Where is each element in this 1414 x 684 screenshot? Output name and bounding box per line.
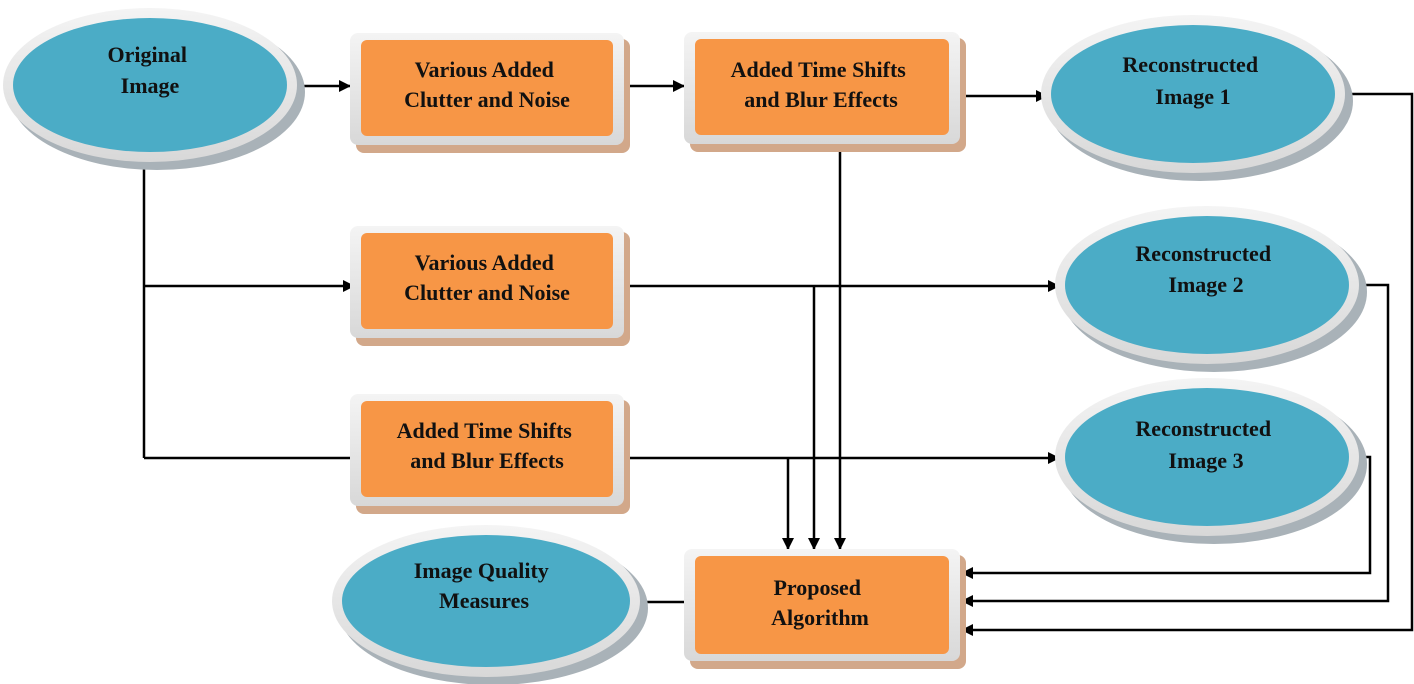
algorithm-line1: Proposed [773, 575, 861, 600]
recon1-line2: Image 1 [1155, 84, 1230, 109]
node-reconstructed-image-3: Reconstructed Image 3 [1055, 378, 1367, 544]
recon3-line2: Image 3 [1168, 448, 1243, 473]
noise-mid-line1: Various Added [415, 250, 554, 275]
algorithm-line2: Algorithm [771, 605, 869, 630]
svg-text:Image Quality Measures: Image Quality Measures [414, 558, 555, 613]
svg-text:Added Time Shifts and Bl: Added Time Shifts and Blur Effects [731, 57, 912, 112]
node-reconstructed-image-1: Reconstructed Image 1 [1041, 15, 1353, 181]
node-noise-top: Various Added Clutter and Noise [350, 33, 630, 153]
recon3-line1: Reconstructed [1135, 416, 1271, 441]
quality-line1: Image Quality [414, 558, 549, 583]
node-noise-mid: Various Added Clutter and Noise [350, 226, 630, 346]
quality-line2: Measures [439, 588, 529, 613]
recon2-line1: Reconstructed [1135, 241, 1271, 266]
connector-recon2-to-algorithm [961, 283, 1390, 607]
shift-low-line2: and Blur Effects [410, 448, 564, 473]
original-line1: Original [108, 42, 187, 67]
noise-mid-line2: Clutter and Noise [404, 280, 570, 305]
shift-top-line2: and Blur Effects [744, 87, 898, 112]
node-image-quality-measures: Image Quality Measures [332, 525, 648, 684]
svg-text:Added Time Shifts and Bl: Added Time Shifts and Blur Effects [397, 418, 578, 473]
svg-text:Reconstructed Image 3: Reconstructed Image 3 [1135, 416, 1276, 473]
svg-text:Reconstructed Image 2: Reconstructed Image 2 [1135, 241, 1276, 297]
connector-recon1-to-algorithm [961, 92, 1414, 636]
recon2-line2: Image 2 [1168, 272, 1243, 297]
original-line2: Image [121, 73, 180, 98]
shift-top-line1: Added Time Shifts [731, 57, 907, 82]
svg-text:Various Added Clutter an: Various Added Clutter and Noise [404, 57, 570, 112]
node-original-image: Original Image [3, 8, 305, 170]
shift-low-line1: Added Time Shifts [397, 418, 573, 443]
svg-text:Reconstructed Image 1: Reconstructed Image 1 [1122, 52, 1263, 109]
svg-text:Various Added Clutter an: Various Added Clutter and Noise [404, 250, 570, 305]
node-shift-top: Added Time Shifts and Blur Effects [684, 32, 966, 152]
svg-text:Original Image: Original Image [108, 42, 193, 98]
svg-text:Proposed Algorithm: Proposed Algorithm [771, 575, 869, 630]
recon1-line1: Reconstructed [1122, 52, 1258, 77]
noise-top-line1: Various Added [415, 57, 554, 82]
node-reconstructed-image-2: Reconstructed Image 2 [1055, 206, 1367, 372]
node-shift-low: Added Time Shifts and Blur Effects [350, 394, 630, 514]
noise-top-line2: Clutter and Noise [404, 87, 570, 112]
node-proposed-algorithm: Proposed Algorithm [684, 549, 966, 669]
